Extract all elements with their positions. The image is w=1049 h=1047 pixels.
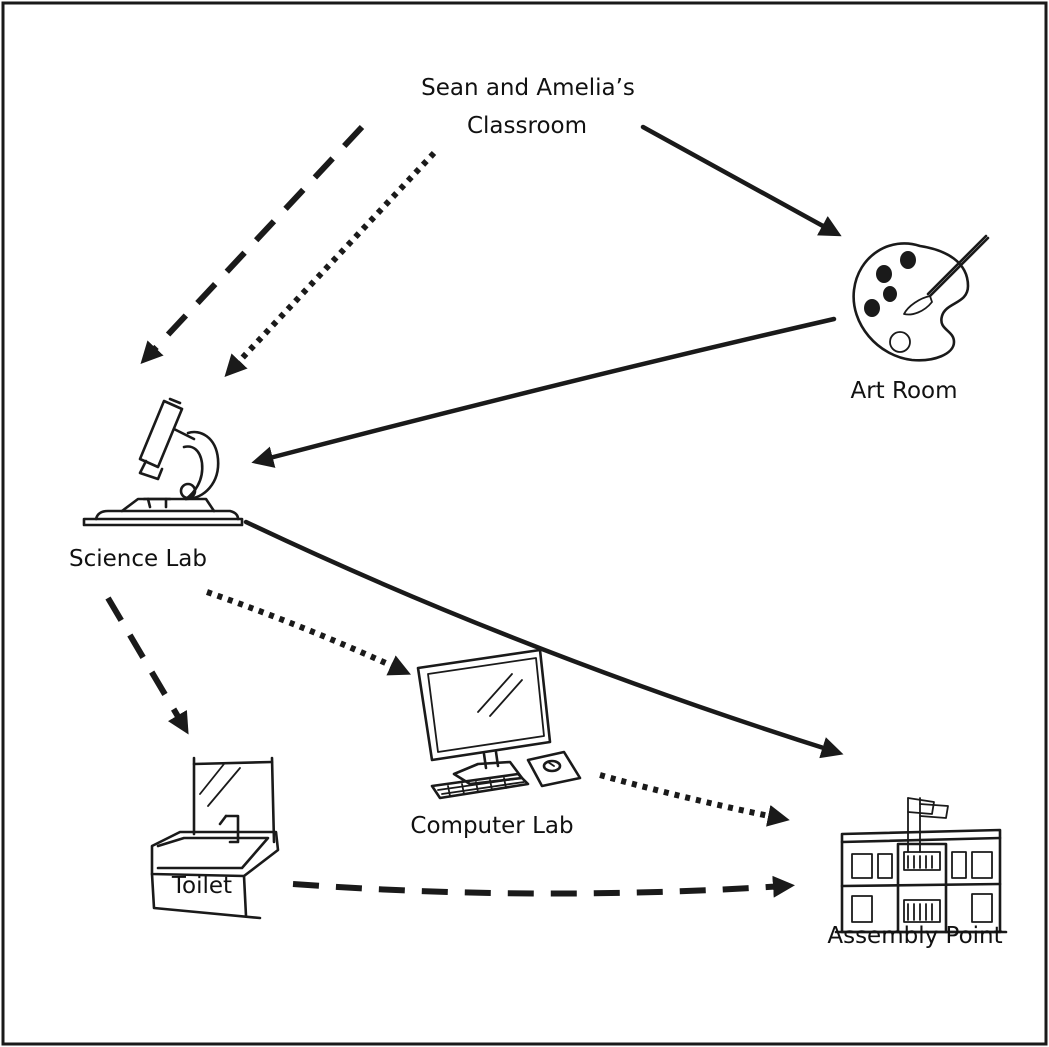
edge-classroom-to-science-lab-dotted [224,150,437,378]
classroom-label-line2: Classroom [467,113,587,139]
edge-science-lab-to-assembly-point [243,519,844,759]
art-room-label: Art Room [850,378,957,404]
edge-art-room-to-science-lab [251,316,837,468]
toilet-label: Toilet [171,873,232,899]
edge-science-lab-to-computer-lab [206,589,411,676]
computer-icon [416,648,582,800]
edge-classroom-to-art-room [640,124,842,237]
school-building-icon [834,797,1008,934]
microscope-icon [82,397,244,527]
assembly-point-label: Assembly Point [827,923,1002,949]
edge-toilet-to-assembly-point [292,875,795,898]
edge-science-lab-to-toilet [105,596,189,735]
edge-classroom-to-science-lab-dashed [140,124,365,365]
palette-icon [852,234,990,362]
computer-lab-label: Computer Lab [410,813,573,839]
classroom-label-line1: Sean and Amelia’s [421,75,635,101]
science-lab-label: Science Lab [69,546,207,572]
sink-icon [150,756,280,920]
edge-computer-lab-to-assembly-point [599,772,790,827]
